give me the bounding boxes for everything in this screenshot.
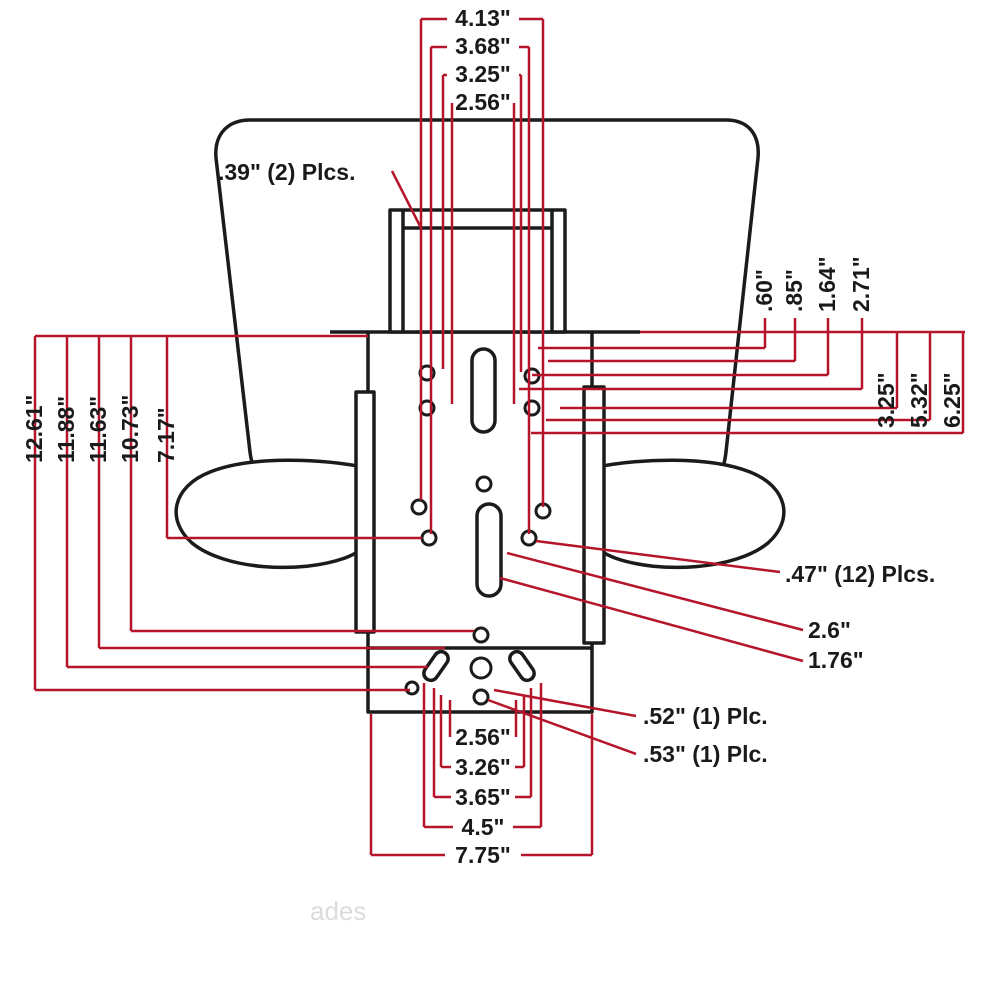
leader-2-6: [506, 551, 804, 632]
left-wing-outline: [174, 458, 370, 570]
backrest-neck: [388, 208, 567, 334]
leader-47-plcs: [535, 539, 781, 574]
dim-lines-bottom: [369, 683, 594, 857]
center-large-hole: [469, 656, 493, 680]
dim-label-top-1: 4.13": [455, 5, 511, 31]
dim-lines-right-mid: [531, 330, 965, 435]
watermark-text: ades: [310, 896, 366, 926]
dim-lines-left: [33, 334, 474, 692]
callout-label-2-6: 2.6": [808, 617, 851, 643]
dim-label-right-mid-1: 3.25": [873, 372, 899, 428]
dim-label-left-4: 10.73": [117, 395, 143, 463]
dim-label-right-upper-1: .60": [751, 269, 777, 312]
dim-label-right-mid-3: 6.25": [939, 372, 965, 428]
left-rail: [354, 390, 376, 634]
mounting-hole: [410, 498, 428, 516]
dim-label-top-3: 3.25": [455, 61, 511, 87]
mounting-hole: [404, 680, 420, 696]
dim-label-right-upper-4: 2.71": [848, 256, 874, 312]
right-wing-outline: [590, 458, 786, 570]
dim-label-right-upper-3: 1.64": [814, 256, 840, 312]
dim-label-bottom-4: 4.5": [462, 814, 505, 840]
leader-39-plcs: [390, 170, 423, 229]
dim-label-top-2: 3.68": [455, 33, 511, 59]
upper-center-slot: [470, 347, 497, 434]
lower-center-slot: [475, 502, 503, 598]
dim-label-left-5: 7.17": [153, 407, 179, 463]
angled-slot-left: [422, 649, 450, 683]
dim-label-right-upper-2: .85": [781, 269, 807, 312]
dim-lines-top: [419, 17, 545, 534]
callout-label-53-plc: .53" (1) Plc.: [643, 741, 768, 767]
callout-label-47-plcs: .47" (12) Plcs.: [785, 561, 935, 587]
leader-53-plc: [487, 698, 637, 756]
dim-label-top-4: 2.56": [455, 89, 511, 115]
dim-label-bottom-2: 3.26": [455, 754, 511, 780]
leader-1-76: [499, 576, 804, 663]
leader-52-plc: [493, 688, 637, 718]
dim-label-right-mid-2: 5.32": [906, 372, 932, 428]
dim-label-left-1: 12.61": [21, 395, 47, 463]
dim-label-left-2: 11.88": [53, 396, 79, 463]
dim-label-left-3: 11.63": [85, 396, 111, 463]
callout-label-39-plcs: .39" (2) Plcs.: [218, 159, 355, 185]
dim-label-bottom-3: 3.65": [455, 784, 511, 810]
mounting-hole: [472, 626, 490, 644]
callout-label-1-76: 1.76": [808, 647, 864, 673]
right-rail: [582, 385, 606, 645]
angled-slot-right: [508, 649, 536, 683]
mounting-hole: [420, 529, 438, 547]
dim-label-bottom-1: 2.56": [455, 724, 511, 750]
mounting-hole: [523, 399, 541, 417]
callout-label-52-plc: .52" (1) Plc.: [643, 703, 768, 729]
dim-label-bottom-5: 7.75": [455, 842, 511, 868]
mounting-hole: [472, 688, 490, 706]
mounting-hole: [475, 475, 493, 493]
